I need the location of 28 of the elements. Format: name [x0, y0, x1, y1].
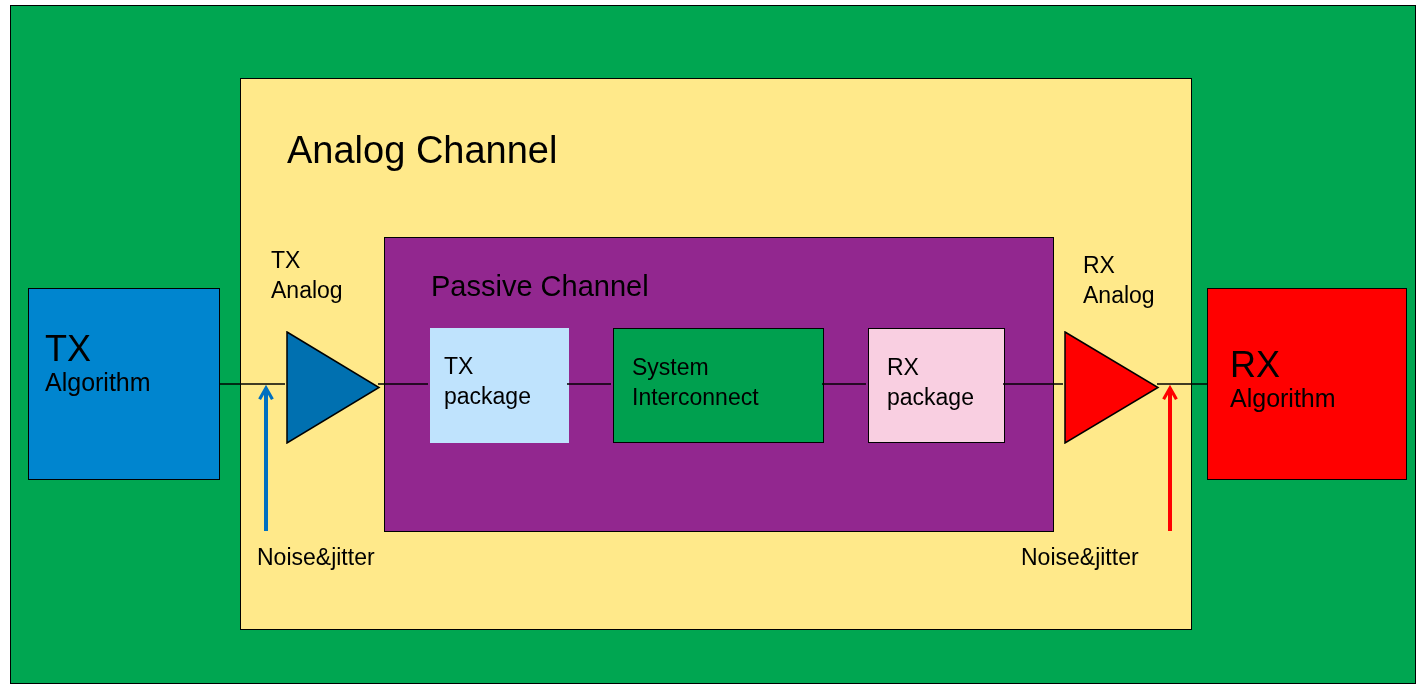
- process-box: [430, 328, 569, 443]
- amplifier-label: RX Analog: [1083, 251, 1156, 310]
- box-title: TX: [45, 331, 92, 367]
- process-box: [613, 328, 824, 443]
- connector-line: [258, 386, 274, 531]
- noise-label: Noise&jitter: [1021, 546, 1140, 569]
- channel-panel: [240, 78, 1192, 630]
- connector-line: [1156, 383, 1208, 385]
- process-box: [28, 288, 220, 480]
- connector-line: [821, 383, 867, 385]
- box-label: RX package: [887, 353, 975, 412]
- box-label: TX package: [444, 352, 532, 411]
- connector-line: [1162, 386, 1178, 531]
- process-box: [1207, 288, 1407, 480]
- connector-line: [219, 383, 286, 385]
- connector-line: [566, 383, 612, 385]
- box-label: System Interconnect: [632, 353, 760, 412]
- amplifier-label: TX Analog: [271, 246, 344, 305]
- connector-line: [1002, 383, 1064, 385]
- panel-title: Passive Channel: [431, 272, 649, 301]
- box-title: RX: [1230, 347, 1281, 383]
- box-label: Algorithm: [45, 367, 152, 398]
- channel-panel: [384, 237, 1054, 532]
- panel-title: Analog Channel: [287, 131, 558, 169]
- process-box: [868, 328, 1005, 443]
- box-label: Algorithm: [1230, 383, 1337, 414]
- noise-label: Noise&jitter: [257, 546, 376, 569]
- connector-line: [377, 383, 429, 385]
